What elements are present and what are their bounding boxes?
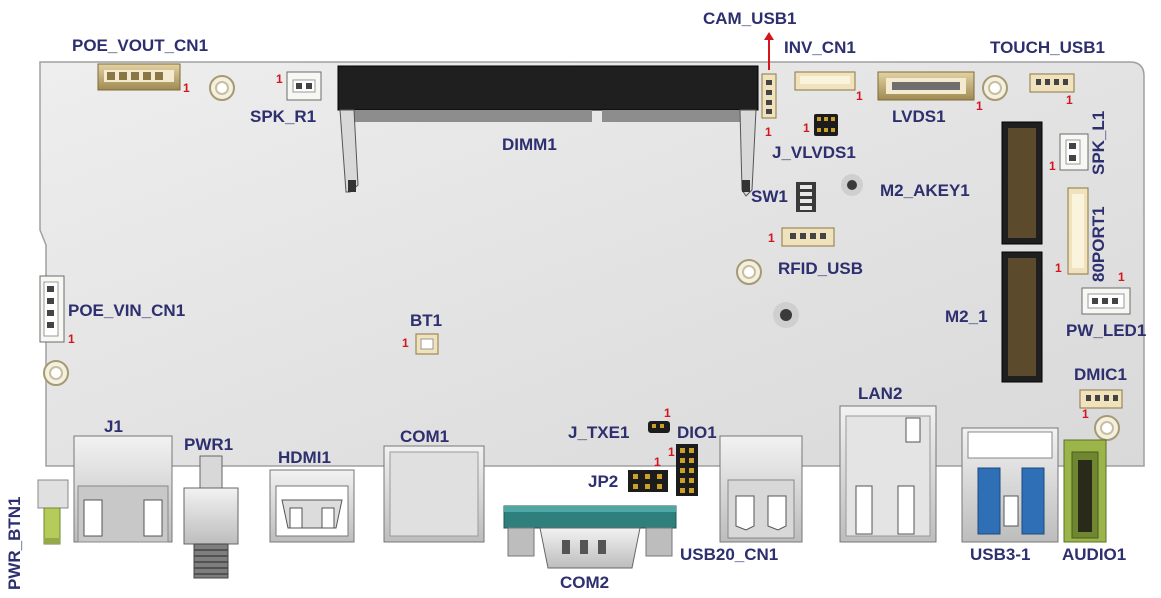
pin1-marker-j-vlvds1: 1 bbox=[803, 122, 810, 134]
lan2-port bbox=[840, 406, 936, 542]
pin1-marker-j-txe1: 1 bbox=[664, 407, 671, 419]
label-lvds1: LVDS1 bbox=[892, 108, 946, 125]
label-j-txe1: J_TXE1 bbox=[568, 424, 629, 441]
usb20-port bbox=[720, 436, 802, 542]
pin1-marker-spk-r1: 1 bbox=[276, 73, 283, 85]
label-usb20-cn1: USB20_CN1 bbox=[680, 546, 778, 563]
label-sw1: SW1 bbox=[751, 188, 788, 205]
label-m2-1: M2_1 bbox=[945, 308, 988, 325]
audio-jack bbox=[1064, 440, 1106, 542]
label-dio1: DIO1 bbox=[677, 424, 717, 441]
label-bt1: BT1 bbox=[410, 312, 442, 329]
label-inv-cn1: INV_CN1 bbox=[784, 39, 856, 56]
label-audio1: AUDIO1 bbox=[1062, 546, 1126, 563]
spk-l1-connector bbox=[1060, 134, 1088, 170]
rfid-usb-connector bbox=[782, 228, 834, 246]
label-lan2: LAN2 bbox=[858, 385, 902, 402]
port80-connector bbox=[1068, 188, 1088, 274]
battery-connector bbox=[416, 334, 438, 354]
pw-led-connector bbox=[1082, 288, 1130, 314]
pin1-marker-dio1: 1 bbox=[668, 446, 675, 458]
pin1-marker-spk-l1: 1 bbox=[1049, 160, 1056, 172]
pin1-marker-rfid-usb: 1 bbox=[768, 232, 775, 244]
sw1-dip-switch bbox=[796, 182, 816, 212]
label-cam-usb1: CAM_USB1 bbox=[703, 10, 797, 27]
pin1-marker-dmic1: 1 bbox=[1082, 408, 1089, 420]
com1-port bbox=[384, 446, 484, 542]
j1-rj45-port bbox=[74, 436, 172, 542]
cam-usb-connector bbox=[762, 32, 776, 118]
pin1-marker-bt1: 1 bbox=[402, 337, 409, 349]
touch-usb-connector bbox=[1030, 74, 1074, 92]
pwr1-dc-jack bbox=[184, 456, 238, 578]
dio-header bbox=[676, 444, 698, 496]
label-dimm1: DIMM1 bbox=[502, 136, 557, 153]
inv-connector bbox=[795, 72, 855, 90]
label-80port1: 80PORT1 bbox=[1090, 206, 1107, 282]
label-hdmi1: HDMI1 bbox=[278, 449, 331, 466]
dmic-connector bbox=[1080, 390, 1122, 408]
pin1-marker-pw-led1: 1 bbox=[1118, 271, 1125, 283]
label-com1: COM1 bbox=[400, 428, 449, 445]
label-m2-akey1: M2_AKEY1 bbox=[880, 182, 970, 199]
j-vlvds-jumper bbox=[814, 114, 838, 136]
jp2-jumper bbox=[628, 470, 668, 492]
label-poe-vin-cn1: POE_VIN_CN1 bbox=[68, 302, 185, 319]
spk-r1-connector bbox=[287, 72, 321, 100]
label-pw-led1: PW_LED1 bbox=[1066, 322, 1146, 339]
pin1-marker-cam-usb1: 1 bbox=[765, 126, 772, 138]
pin1-marker-jp2: 1 bbox=[654, 456, 661, 468]
pin1-marker-80port1: 1 bbox=[1055, 262, 1062, 274]
label-j-vlvds1: J_VLVDS1 bbox=[772, 144, 856, 161]
j-txe-jumper bbox=[648, 421, 670, 433]
m2-akey-slot bbox=[1002, 122, 1042, 244]
com2-port bbox=[504, 506, 676, 568]
label-usb3-1: USB3-1 bbox=[970, 546, 1030, 563]
pin1-marker-poe-vin-cn1: 1 bbox=[68, 333, 75, 345]
pin1-marker-lvds1: 1 bbox=[976, 100, 983, 112]
poe-vin-connector bbox=[40, 276, 64, 342]
label-j1: J1 bbox=[104, 418, 123, 435]
m2-slot bbox=[1002, 252, 1042, 382]
hdmi-port bbox=[270, 470, 354, 542]
label-poe-vout-cn1: POE_VOUT_CN1 bbox=[72, 37, 208, 54]
usb3-port bbox=[962, 428, 1058, 542]
pwr-btn bbox=[38, 480, 68, 544]
label-rfid-usb: RFID_USB bbox=[778, 260, 863, 277]
label-pwr1: PWR1 bbox=[184, 436, 233, 453]
label-pwr-btn1: PWR_BTN1 bbox=[6, 496, 23, 590]
label-dmic1: DMIC1 bbox=[1074, 366, 1127, 383]
label-touch-usb1: TOUCH_USB1 bbox=[990, 39, 1105, 56]
label-com2: COM2 bbox=[560, 574, 609, 591]
poe-vout-connector bbox=[98, 64, 180, 90]
lvds-connector bbox=[878, 72, 974, 100]
label-spk-l1: SPK_L1 bbox=[1090, 111, 1107, 175]
label-spk-r1: SPK_R1 bbox=[250, 108, 316, 125]
pin1-marker-poe-vout: 1 bbox=[183, 82, 190, 94]
pcb-board bbox=[40, 62, 1144, 466]
pin1-marker-inv-cn1: 1 bbox=[856, 90, 863, 102]
label-jp2: JP2 bbox=[588, 473, 618, 490]
pin1-marker-touch-usb1: 1 bbox=[1066, 94, 1073, 106]
